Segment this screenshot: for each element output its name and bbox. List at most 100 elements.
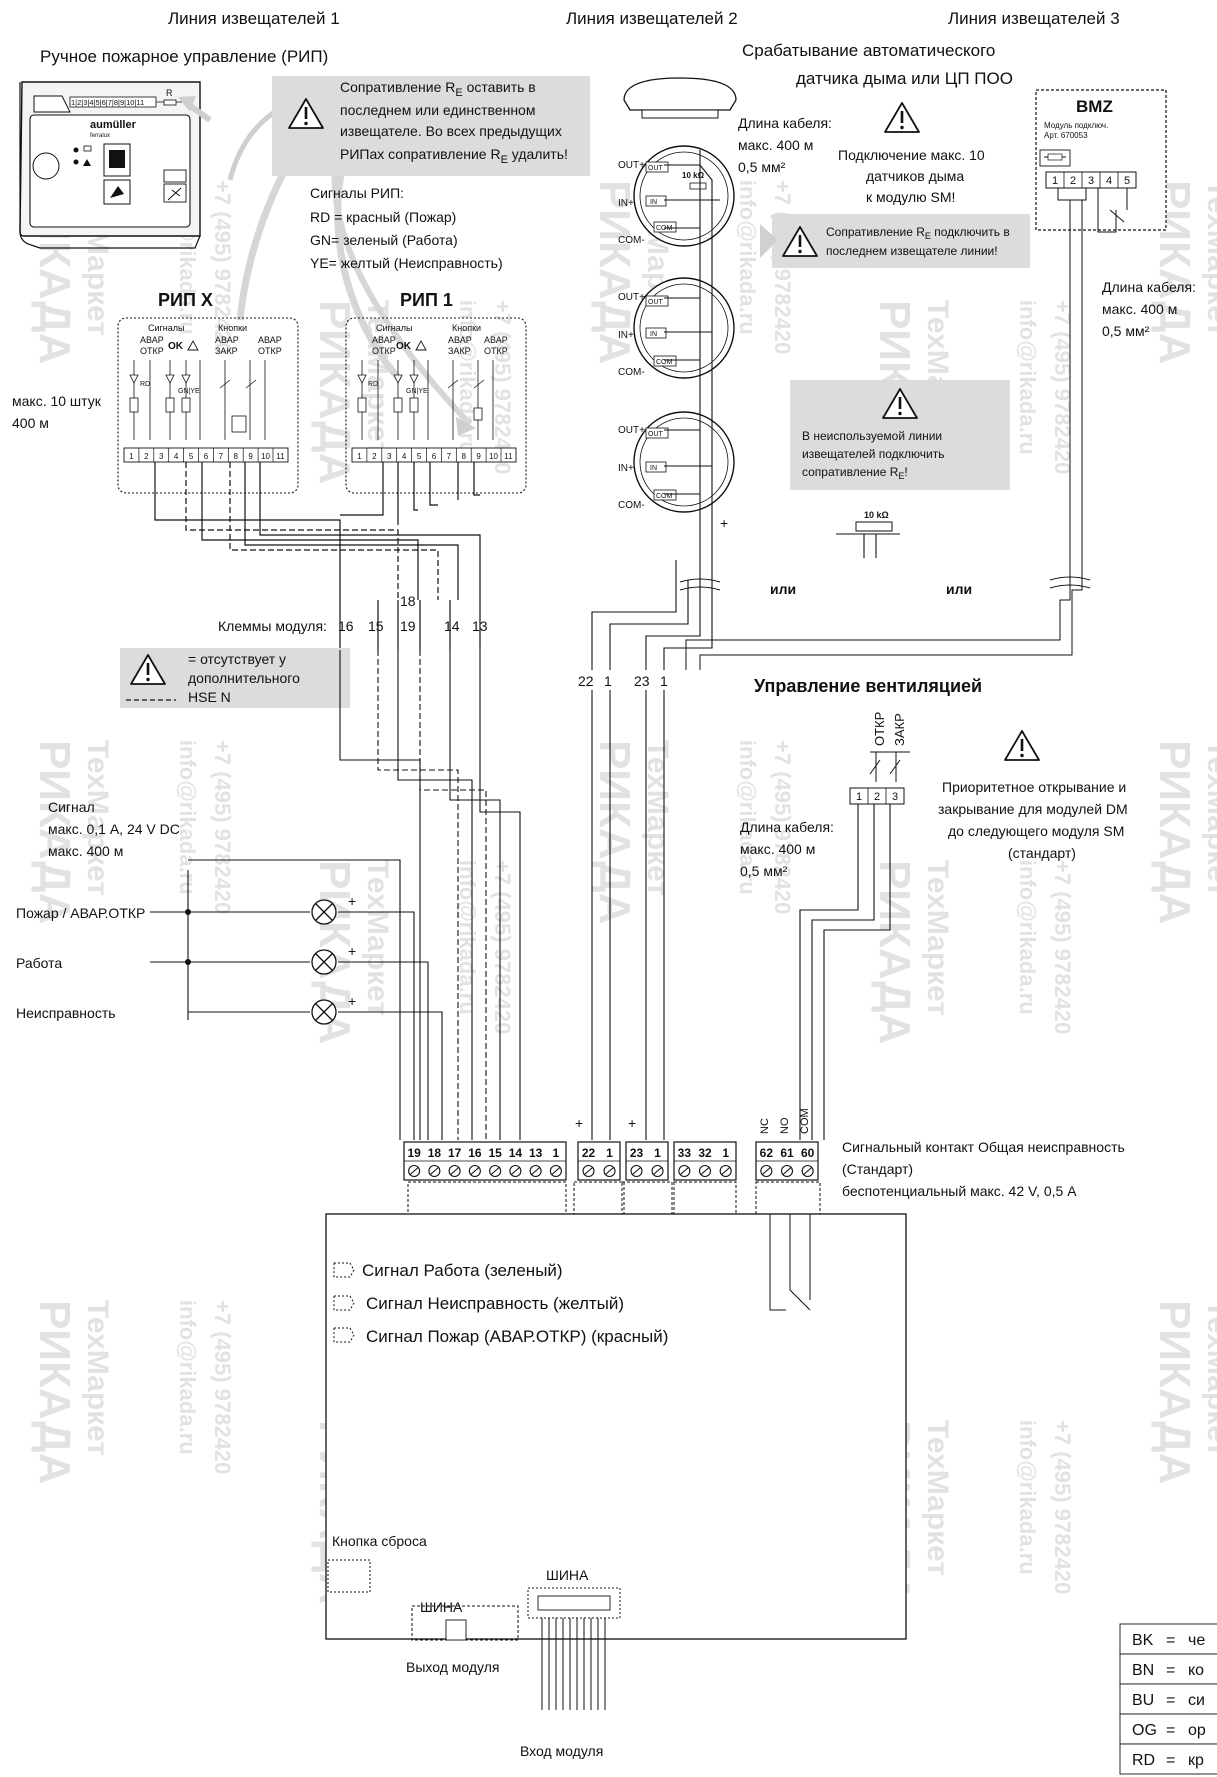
legend-text: ко (1188, 1662, 1204, 1679)
svg-text:+: + (628, 1115, 636, 1131)
svg-text:0,5 мм²: 0,5 мм² (1102, 323, 1150, 339)
rip-x-title: РИП X (158, 290, 213, 310)
vent-terminal: 1 (856, 791, 862, 803)
svg-text:COM: COM (656, 359, 673, 366)
smoke-title-1: Срабатывание автоматического (742, 41, 995, 60)
svg-text:Сигнал: Сигнал (48, 799, 95, 815)
svg-text:23: 23 (634, 673, 650, 689)
svg-text:IN: IN (650, 331, 657, 338)
svg-text:ЗАКР: ЗАКР (215, 346, 238, 356)
watermark-brand: РИКАДА (590, 740, 639, 924)
smoke-title-2: датчика дыма или ЦП ПОО (796, 69, 1013, 88)
watermark-email: info@rikada.ru (1015, 860, 1040, 1015)
rip-1-title: РИП 1 (400, 290, 453, 310)
svg-text:ЗАКР: ЗАКР (448, 346, 471, 356)
legend-text: ор (1188, 1722, 1206, 1739)
svg-text:GN|YE: GN|YE (406, 388, 428, 395)
svg-text:OK: OK (396, 341, 412, 352)
module-terminal: 32 (698, 1146, 712, 1160)
svg-text:сопративление RE!: сопративление RE! (802, 465, 908, 481)
reset-button[interactable] (327, 1559, 371, 1593)
svg-text:22: 22 (578, 673, 594, 689)
svg-text:ОТКР: ОТКР (258, 346, 282, 356)
rip-signal-rd: RD = красный (Пожар) (310, 209, 456, 225)
legend-eq: = (1166, 1662, 1175, 1679)
rip-1-terminal: 10 (489, 452, 498, 461)
svg-text:Сигнал Неисправность (желтый): Сигнал Неисправность (желтый) (366, 1294, 624, 1313)
terminal-screw-icon (630, 1164, 643, 1178)
svg-text:14: 14 (444, 618, 460, 634)
watermark-phone: +7 (495) 9782420 (1050, 1420, 1075, 1594)
rip-x-terminal: 3 (159, 452, 164, 461)
svg-text:+: + (348, 993, 356, 1009)
watermark-brand: РИКАДА (870, 860, 919, 1044)
svg-text:Модуль подключ.: Модуль подключ. (1044, 121, 1108, 130)
svg-text:АВАР: АВАР (215, 335, 239, 345)
svg-text:+: + (575, 1115, 583, 1131)
bmz-terminal: 3 (1088, 175, 1094, 187)
svg-text:Сигнал Работа (зеленый): Сигнал Работа (зеленый) (362, 1261, 563, 1280)
terminal-screw-icon (448, 1164, 461, 1178)
rip-1-terminal: 8 (462, 452, 467, 461)
vent-terminal: 3 (892, 791, 898, 803)
device-terminal-strip: 1|2|3|4|5|6|7|8|9|10|11 (71, 98, 144, 107)
svg-text:COM-: COM- (618, 235, 645, 246)
signal-outputs: Сигнал макс. 0,1 А, 24 V DC макс. 400 м … (16, 799, 443, 1140)
legend-text: че (1188, 1632, 1205, 1649)
smoke-detector-line: OUT+ IN+ COM- OUT+ IN+ COM- OUT+ IN+ COM… (578, 77, 1030, 689)
svg-text:АВАР: АВАР (372, 335, 396, 345)
svg-text:+: + (720, 515, 728, 531)
module-terminal: 19 (407, 1146, 421, 1160)
watermark-sub: ТехМаркет (1201, 740, 1217, 896)
module-terminal: 23 (630, 1146, 644, 1160)
rip-note-l1: макс. 10 штук (12, 393, 102, 409)
rip-x-terminal: 5 (189, 452, 194, 461)
svg-text:OUT: OUT (648, 165, 664, 172)
svg-text:ЗАКР: ЗАКР (892, 713, 907, 746)
legend-code: RD (1132, 1752, 1155, 1769)
signal-fire-label: Пожар / АВАР.ОТКР (16, 905, 145, 921)
svg-text:RD: RD (368, 381, 378, 388)
line2-title: Линия извещателей 2 (566, 9, 738, 28)
line1-title: Линия извещателей 1 (168, 9, 340, 28)
svg-text:GN|YE: GN|YE (178, 388, 200, 395)
watermark-phone: +7 (495) 9782420 (490, 860, 515, 1034)
svg-text:NC: NC (759, 1118, 771, 1134)
watermark-phone: +7 (495) 9782420 (210, 740, 235, 914)
rip-x-terminal: 8 (234, 452, 239, 461)
svg-text:датчиков дыма: датчиков дыма (866, 168, 964, 184)
led-yellow-icon (333, 1295, 355, 1311)
watermark-sub: ТехМаркет (361, 860, 394, 1016)
device-brand: aumüller (90, 119, 137, 131)
svg-text:ОТКР: ОТКР (872, 712, 887, 746)
svg-text:NO: NO (779, 1117, 791, 1134)
watermark-sub: ТехМаркет (921, 1420, 954, 1576)
rip-x-terminal: 1 (129, 452, 134, 461)
watermark-sub: ТехМаркет (1201, 1300, 1217, 1456)
bmz-terminal: 5 (1124, 175, 1130, 187)
svg-text:(стандарт): (стандарт) (1008, 845, 1076, 861)
signal-work-label: Работа (16, 955, 62, 971)
module-terminal: 1 (654, 1146, 661, 1160)
svg-text:15: 15 (368, 618, 384, 634)
rip-signal-ye: YE= желтый (Неисправность) (310, 255, 503, 271)
rip-1-terminal: 11 (504, 452, 513, 461)
svg-text:Кнопки: Кнопки (218, 323, 247, 333)
svg-text:или: или (946, 581, 972, 597)
svg-text:OUT+: OUT+ (618, 425, 645, 436)
svg-text:16: 16 (338, 618, 354, 634)
legend-text: си (1188, 1692, 1205, 1709)
svg-text:к модулю SM!: к модулю SM! (866, 189, 955, 205)
module-terminal: 16 (468, 1146, 482, 1160)
svg-text:Сопративление RE подключить в: Сопративление RE подключить в (826, 225, 1010, 241)
rip-1-terminal: 5 (417, 452, 422, 461)
terminal-screw-icon (408, 1164, 421, 1178)
module-terminal: 1 (553, 1146, 560, 1160)
bmz-terminal: 1 (1052, 175, 1058, 187)
module-terminal: 61 (780, 1146, 794, 1160)
module-in-label: Вход модуля (520, 1743, 603, 1759)
